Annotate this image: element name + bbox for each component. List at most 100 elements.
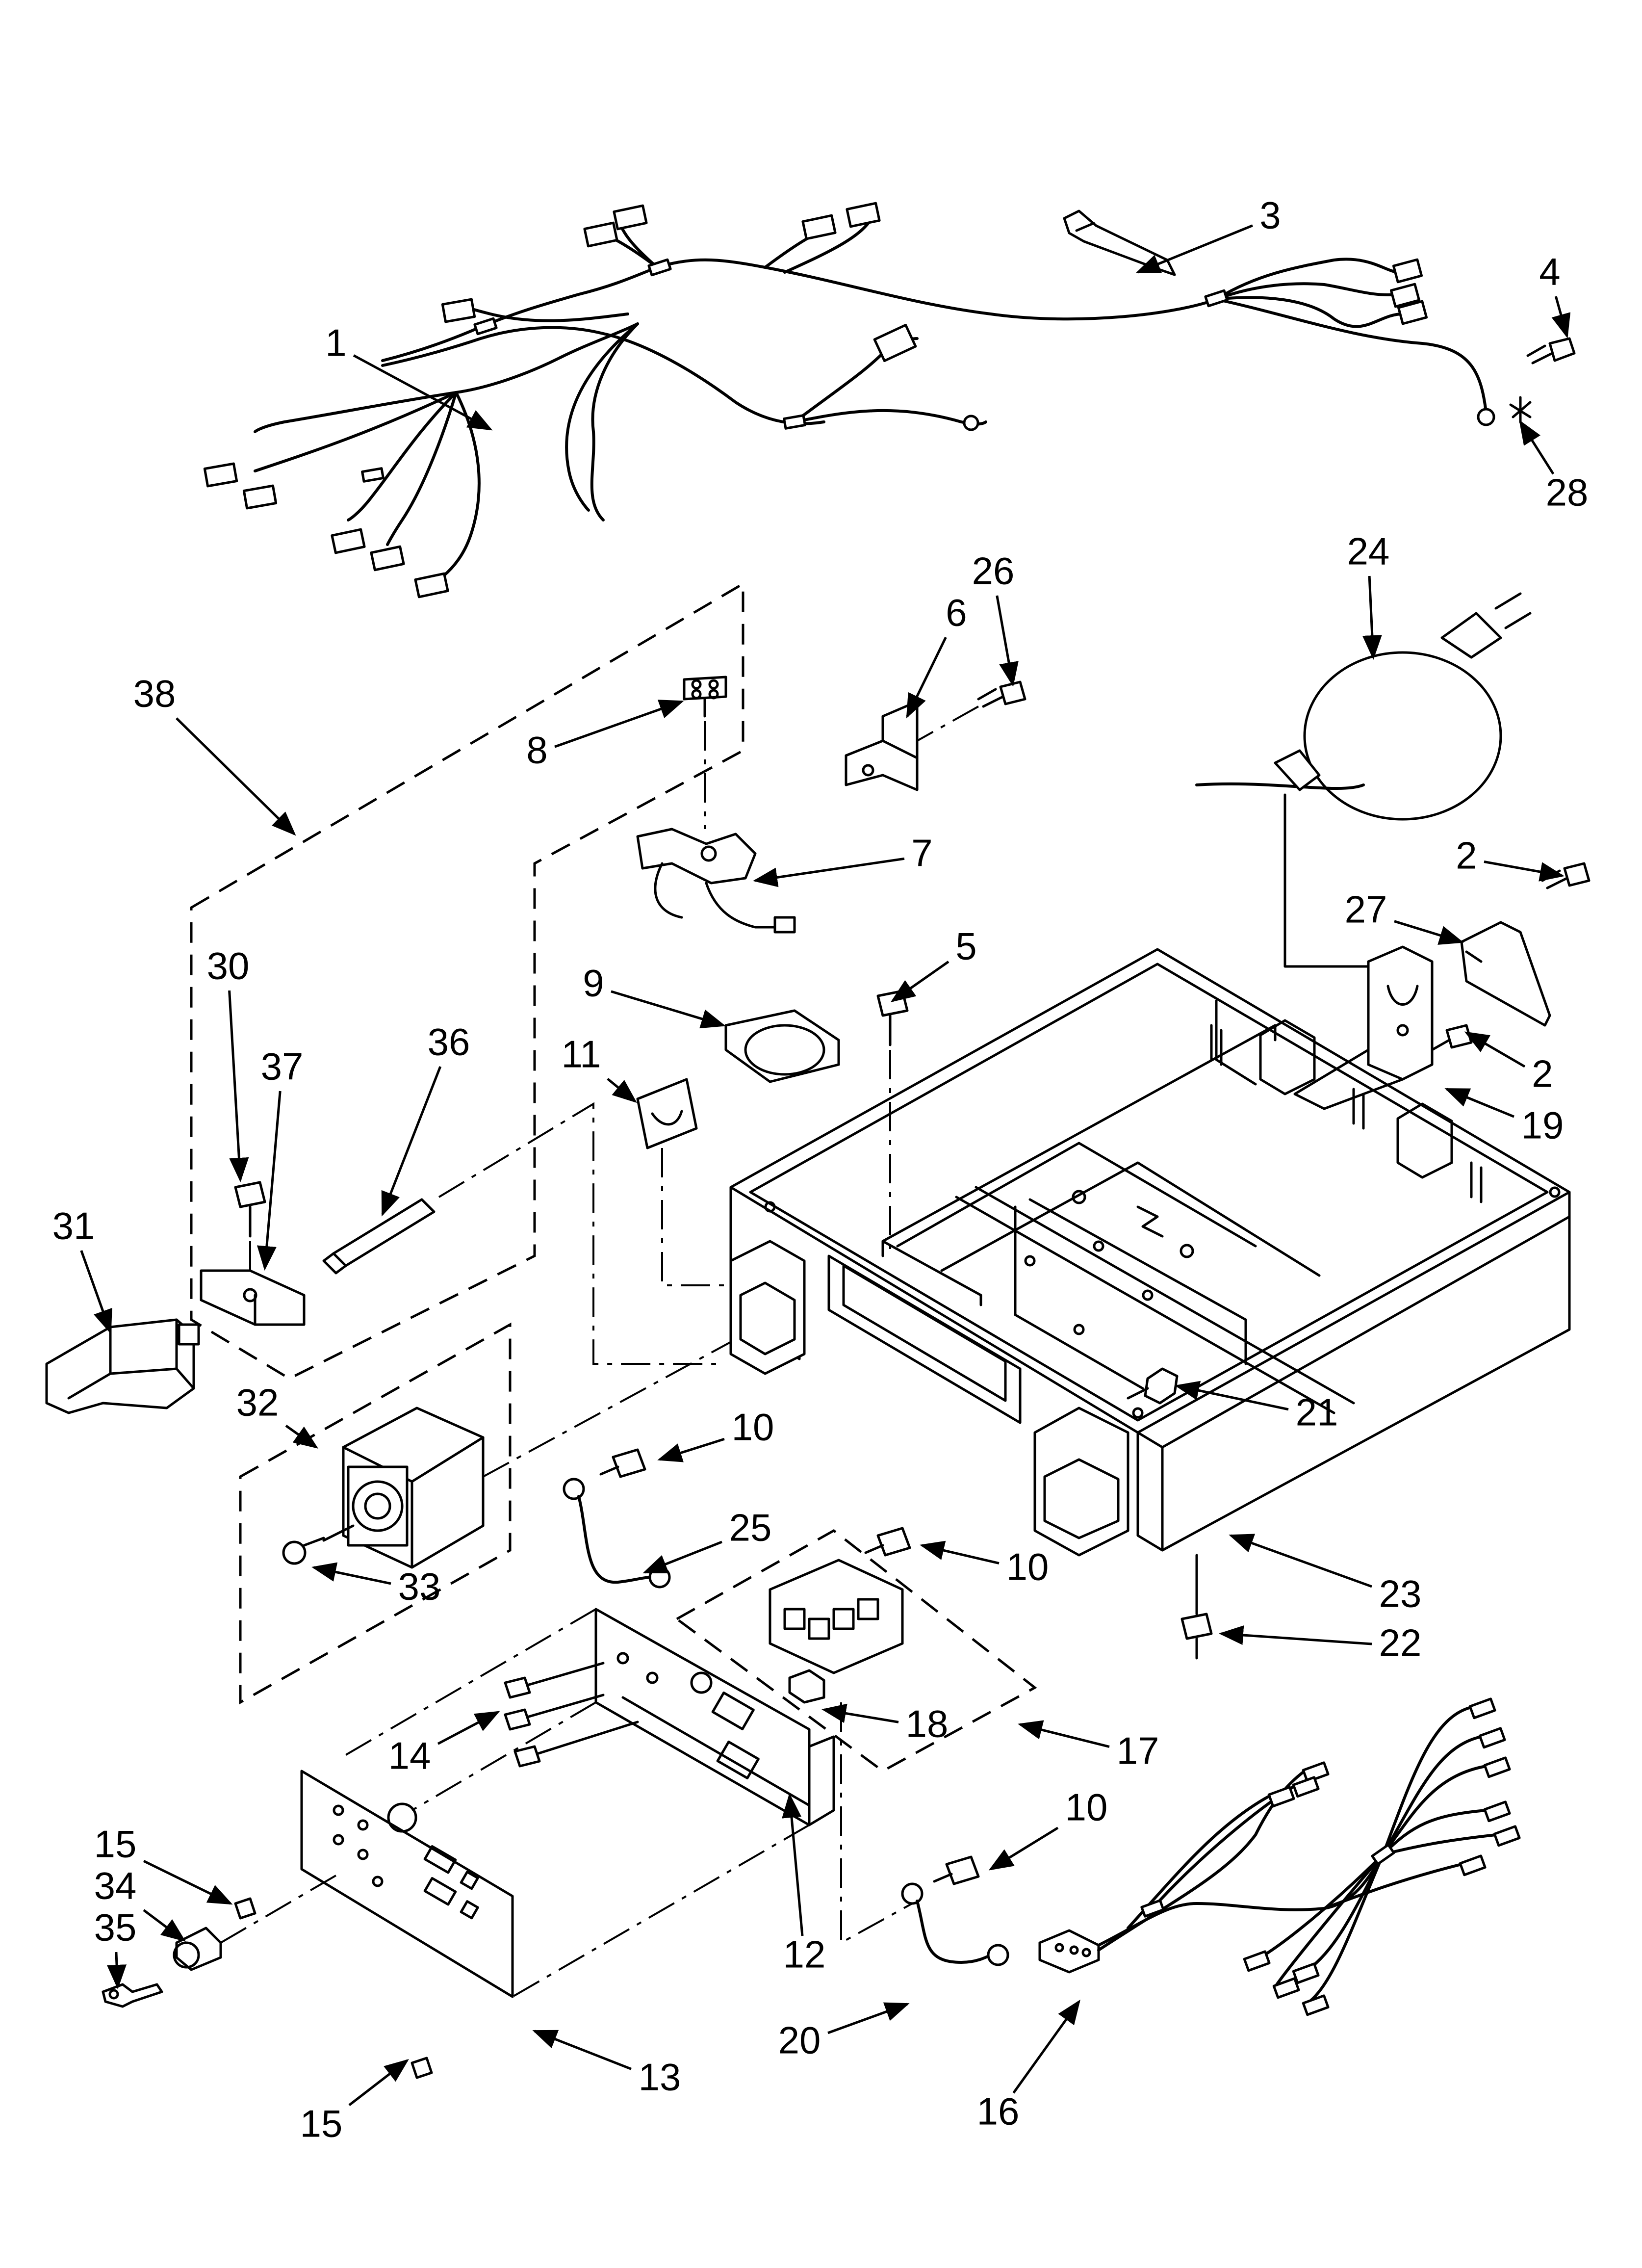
leader-c25 [642,1540,722,1574]
callout-8: 8 [526,729,547,772]
bracket-6 [845,700,919,791]
switch-block-17 [769,1559,904,1674]
leader-c16 [1012,1999,1080,2094]
callout-2b: 2 [1532,1052,1553,1095]
screw-10c [933,1855,980,1885]
callout-7: 7 [911,832,932,875]
leader-c28 [1519,419,1555,475]
leader-c6 [906,636,947,719]
pad-9 [724,1009,840,1083]
callout-27: 27 [1345,888,1387,931]
callout-11: 11 [562,1033,601,1076]
callout-20: 20 [778,2019,821,2062]
console-panel-12 [594,1608,835,1826]
callout-23: 23 [1379,1572,1422,1616]
callout-28: 28 [1546,471,1589,514]
callout-1: 1 [325,321,346,365]
callout-15a: 15 [94,1823,137,1866]
star-washer-28 [1509,396,1532,423]
callout-37: 37 [261,1045,304,1088]
rod-36 [322,1198,436,1275]
screw-2a [1541,862,1591,889]
ground-wire-20 [901,1882,1009,1966]
callout-17: 17 [1117,1729,1159,1773]
leader-c15b [348,2059,409,2106]
wire-harness-16 [1038,1697,1521,2016]
plug-15a [234,1897,257,1920]
callout-13: 13 [639,2056,681,2099]
leader-c26 [996,595,1019,687]
leader-c10c [988,1826,1059,1871]
switch-18 [788,1669,825,1704]
leader-c4 [1551,296,1571,339]
callout-26: 26 [972,549,1015,593]
callout-33: 33 [398,1565,441,1608]
bracket-37 [200,1269,306,1326]
leveling-screw-22 [1180,1554,1213,1660]
leader-c37 [257,1091,282,1271]
solenoid-32 [322,1407,485,1569]
callout-25: 25 [729,1506,772,1549]
leader-c3 [1135,224,1253,274]
callout-14: 14 [388,1734,431,1777]
leader-c21 [1175,1381,1289,1411]
callout-9: 9 [583,962,604,1005]
callout-30: 30 [207,944,250,988]
leader-c12 [782,1793,804,1936]
leader-c34 [143,1909,186,1942]
screw-5 [876,990,909,1046]
callout-2a: 2 [1456,834,1477,877]
leader-c38 [176,717,296,836]
power-cord [1195,592,1532,968]
leader-c14 [437,1711,500,1745]
main-wire-harness [203,202,1495,599]
callout-5: 5 [955,925,976,968]
cabinet-base-23 [729,948,1571,1557]
callout-19: 19 [1521,1104,1564,1147]
leader-c30 [228,990,249,1182]
leader-c22 [1219,1625,1372,1645]
terminal-cap-8 [683,676,727,718]
callout-24: 24 [1347,530,1390,573]
leader-c23 [1229,1534,1372,1588]
plate-11 [636,1078,698,1149]
leader-c9 [611,990,726,1029]
leader-c36 [381,1066,442,1217]
key-35 [102,1983,163,2008]
leader-c35 [107,1952,127,1989]
callout-3: 3 [1259,194,1281,237]
callout-18: 18 [906,1702,949,1746]
leader-c1 [353,354,493,431]
leader-c32 [285,1425,319,1449]
dispenser-31 [45,1318,200,1414]
group-38-outline [190,581,744,1380]
plunger-33 [282,1537,325,1565]
screw-2b [1431,1024,1473,1051]
callout-16: 16 [977,2090,1020,2133]
callout-10c: 10 [1065,1786,1108,1829]
callout-12: 12 [783,1933,826,1976]
plug-15b [410,2057,433,2079]
leader-c13 [532,2030,632,2070]
leader-c17 [1018,1720,1110,1748]
front-console-13 [300,1770,514,1998]
callout-6: 6 [946,591,967,634]
callout-labels: 1 3 4 28 24 26 6 8 38 7 2 27 5 9 11 36 3… [52,194,1589,2145]
leader-c5 [890,961,949,1002]
lock-34 [173,1927,222,1971]
ground-wire-25 [563,1478,671,1589]
group-17-outline [674,1529,1037,1773]
leader-c27 [1394,920,1464,945]
leader-c19 [1444,1088,1514,1118]
leader-c2a [1484,860,1565,882]
screws-14 [504,1662,639,1768]
callout-15b: 15 [300,2102,343,2145]
door-switch-7 [636,828,796,934]
strain-relief-19 [1293,945,1434,1110]
leader-c8 [554,700,684,748]
callout-35: 35 [94,1906,137,1949]
leader-c11 [607,1078,637,1103]
callout-10b: 10 [1006,1545,1049,1589]
callout-31: 31 [52,1204,95,1248]
